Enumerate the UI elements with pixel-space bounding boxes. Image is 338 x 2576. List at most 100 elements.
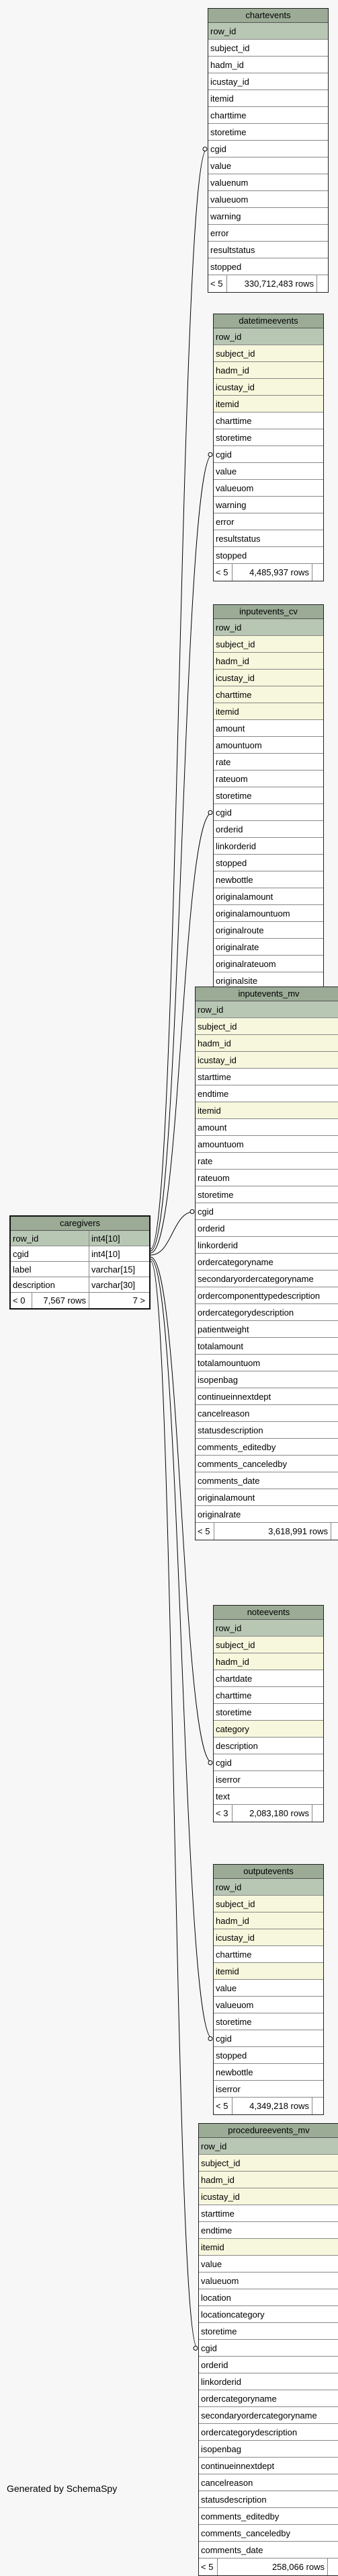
column-row[interactable]: row_id — [214, 1879, 323, 1896]
column-row[interactable]: cgid — [208, 141, 328, 157]
column-row[interactable]: warning — [208, 208, 328, 225]
column-row[interactable]: icustay_id — [196, 1052, 338, 1069]
column-row[interactable]: chartdate — [214, 1670, 323, 1687]
column-row[interactable]: ordercomponenttypedescription — [196, 1287, 338, 1304]
column-row[interactable]: comments_canceledby — [196, 1456, 338, 1472]
column-row[interactable]: row_id — [214, 1620, 323, 1637]
column-row[interactable]: isopenbag — [199, 2441, 338, 2458]
column-row[interactable]: linkorderid — [199, 2373, 338, 2390]
column-row[interactable]: hadm_id — [196, 1035, 338, 1052]
column-row[interactable]: orderid — [199, 2357, 338, 2373]
column-row[interactable]: label varchar[15] — [11, 1262, 149, 1277]
column-row[interactable]: endtime — [199, 2222, 338, 2239]
column-row[interactable]: itemid — [214, 396, 323, 413]
column-row[interactable]: cgid — [214, 2030, 323, 2047]
column-row[interactable]: newbottle — [214, 2064, 323, 2081]
column-row[interactable]: ordercategorydescription — [199, 2424, 338, 2441]
column-row[interactable]: isopenbag — [196, 1371, 338, 1388]
column-row[interactable]: originalrate — [196, 1506, 338, 1523]
column-row[interactable]: valuenum — [208, 174, 328, 191]
column-row[interactable]: icustay_id — [214, 1929, 323, 1946]
column-row[interactable]: itemid — [196, 1102, 338, 1119]
column-row[interactable]: secondaryordercategoryname — [199, 2407, 338, 2424]
column-row[interactable]: stopped — [208, 258, 328, 275]
column-row[interactable]: warning — [214, 497, 323, 513]
column-row[interactable]: cgid int4[10] — [11, 1246, 149, 1262]
column-row[interactable]: subject_id — [208, 40, 328, 57]
column-row[interactable]: charttime — [214, 1687, 323, 1704]
column-row[interactable]: starttime — [199, 2205, 338, 2222]
column-row[interactable]: rate — [214, 754, 323, 771]
column-row[interactable]: category — [214, 1721, 323, 1738]
column-row[interactable]: valueuom — [208, 191, 328, 208]
column-row[interactable]: text — [214, 1788, 323, 1805]
column-row[interactable]: storetime — [214, 2013, 323, 2030]
column-row[interactable]: subject_id — [214, 1637, 323, 1653]
column-row[interactable]: linkorderid — [214, 838, 323, 855]
column-row[interactable]: icustay_id — [208, 73, 328, 90]
column-row[interactable]: resultstatus — [208, 242, 328, 258]
column-row[interactable]: orderid — [196, 1220, 338, 1237]
column-row[interactable]: originalamountuom — [214, 905, 323, 922]
column-row[interactable]: row_id — [196, 1001, 338, 1018]
column-row[interactable]: cgid — [214, 446, 323, 463]
column-row[interactable]: icustay_id — [214, 670, 323, 686]
column-row[interactable]: cancelreason — [196, 1405, 338, 1422]
column-row[interactable]: statusdescription — [199, 2491, 338, 2508]
column-row[interactable]: charttime — [214, 1946, 323, 1963]
column-row[interactable]: hadm_id — [208, 57, 328, 73]
column-row[interactable]: valueuom — [214, 1997, 323, 2013]
column-row[interactable]: comments_date — [196, 1472, 338, 1489]
column-row[interactable]: row_id — [208, 23, 328, 40]
column-row[interactable]: location — [199, 2289, 338, 2306]
column-row[interactable]: totalamountuom — [196, 1355, 338, 1371]
column-row[interactable]: comments_editedby — [196, 1439, 338, 1456]
column-row[interactable]: rateuom — [196, 1170, 338, 1186]
column-row[interactable]: storetime — [214, 787, 323, 804]
column-row[interactable]: icustay_id — [214, 379, 323, 396]
column-row[interactable]: icustay_id — [199, 2188, 338, 2205]
column-row[interactable]: hadm_id — [214, 1912, 323, 1929]
column-row[interactable]: continueinnextdept — [199, 2458, 338, 2474]
column-row[interactable]: subject_id — [214, 345, 323, 362]
column-row[interactable]: valueuom — [199, 2273, 338, 2289]
column-row[interactable]: totalamount — [196, 1338, 338, 1355]
column-row[interactable]: description — [214, 1738, 323, 1754]
column-row[interactable]: itemid — [208, 90, 328, 107]
column-row[interactable]: error — [208, 225, 328, 242]
column-row[interactable]: itemid — [199, 2239, 338, 2256]
column-row[interactable]: hadm_id — [199, 2172, 338, 2188]
column-row[interactable]: ordercategoryname — [199, 2390, 338, 2407]
column-row[interactable]: amount — [214, 720, 323, 737]
column-row[interactable]: rate — [196, 1153, 338, 1170]
column-row[interactable]: amountuom — [214, 737, 323, 754]
column-row[interactable]: hadm_id — [214, 653, 323, 670]
column-row[interactable]: ordercategoryname — [196, 1254, 338, 1271]
column-row[interactable]: cancelreason — [199, 2474, 338, 2491]
column-row[interactable]: subject_id — [196, 1018, 338, 1035]
column-row[interactable]: charttime — [214, 413, 323, 429]
table-caregivers[interactable]: caregivers row_id int4[10] cgid int4[10]… — [9, 1215, 151, 1310]
column-row[interactable]: amount — [196, 1119, 338, 1136]
column-row[interactable]: subject_id — [214, 636, 323, 653]
column-row[interactable]: subject_id — [214, 1896, 323, 1912]
column-row[interactable]: charttime — [208, 107, 328, 124]
column-row[interactable]: row_id — [214, 619, 323, 636]
column-row[interactable]: value — [208, 157, 328, 174]
column-row[interactable]: row_id int4[10] — [11, 1231, 149, 1246]
column-row[interactable]: value — [199, 2256, 338, 2273]
column-row[interactable]: subject_id — [199, 2155, 338, 2172]
column-row[interactable]: rateuom — [214, 771, 323, 787]
column-row[interactable]: itemid — [214, 703, 323, 720]
column-row[interactable]: originalamount — [214, 888, 323, 905]
column-row[interactable]: locationcategory — [199, 2306, 338, 2323]
column-row[interactable]: cgid — [214, 804, 323, 821]
column-row[interactable]: stopped — [214, 547, 323, 564]
column-row[interactable]: comments_date — [199, 2542, 338, 2559]
column-row[interactable]: value — [214, 463, 323, 480]
column-row[interactable]: originalrateuom — [214, 956, 323, 972]
